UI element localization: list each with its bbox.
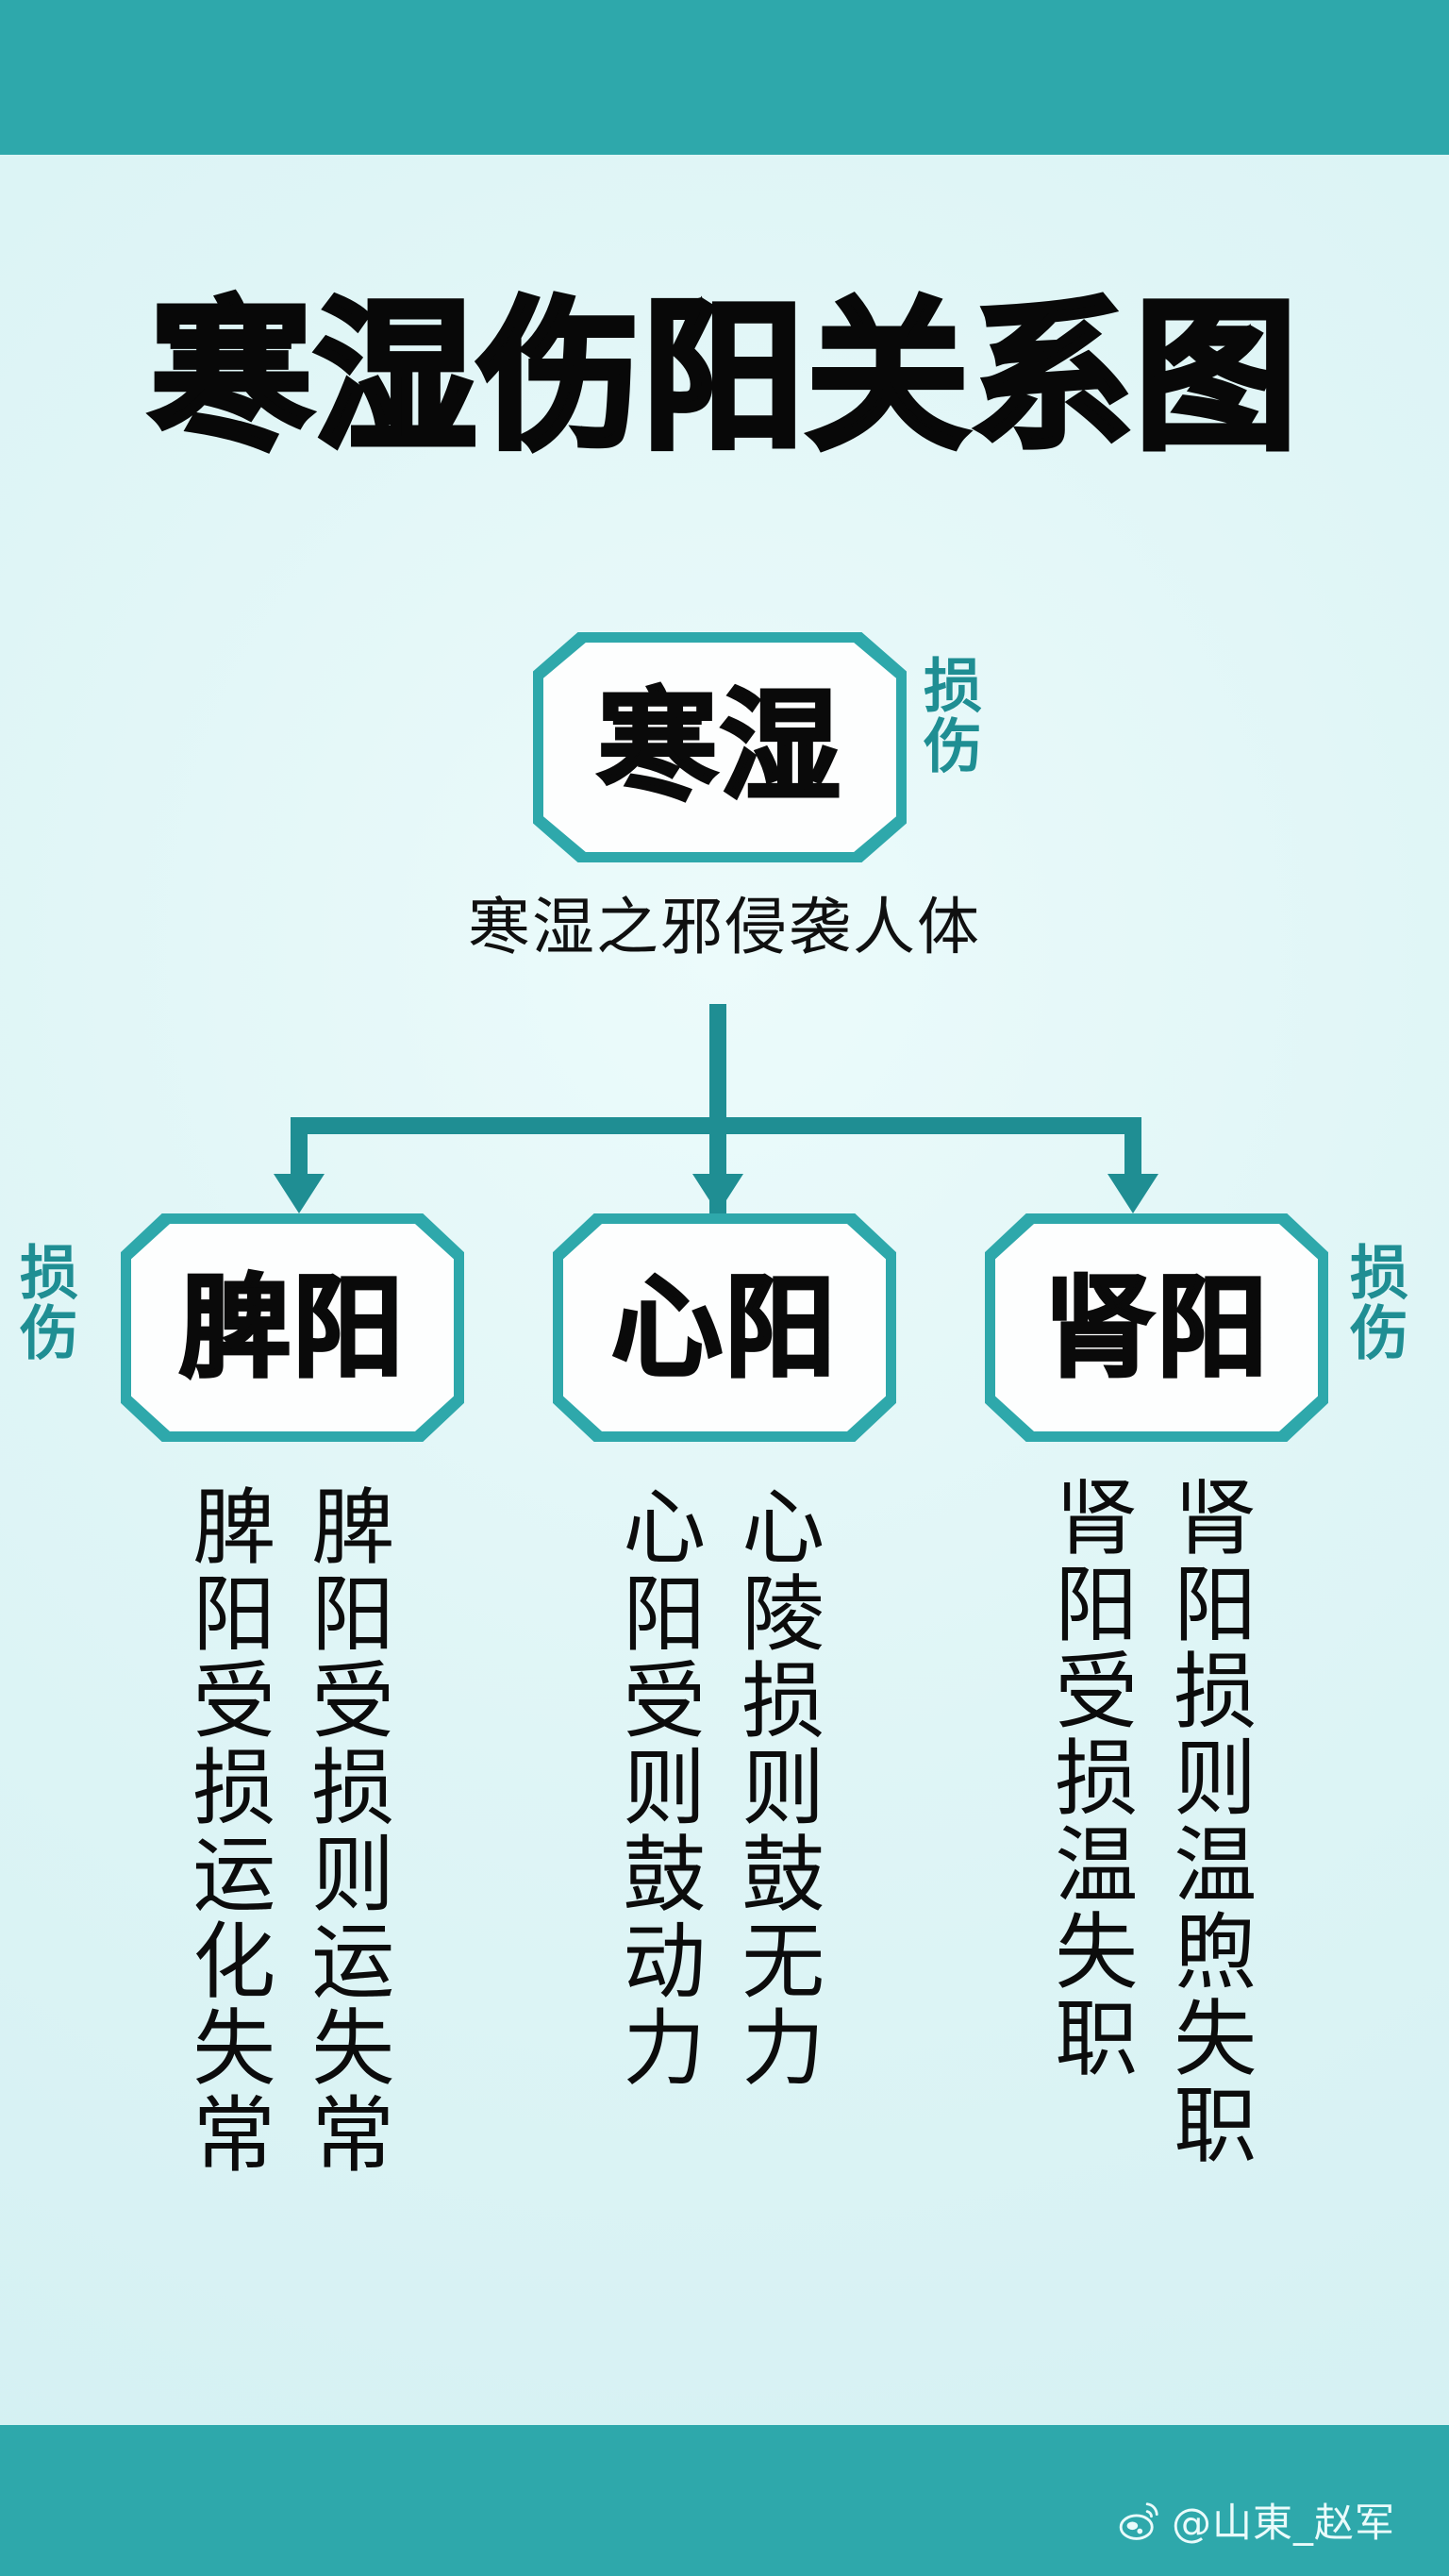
branch-box-xin-yang: 心阳	[553, 1213, 896, 1442]
branch-box-pi-yang: 脾阳	[121, 1213, 464, 1442]
root-node-box: 寒湿	[533, 632, 907, 862]
desc-column-shen-2: 肾阳损则温煦失职	[1159, 1474, 1257, 2168]
branch-box-xin-yang-label: 心阳	[609, 1263, 838, 1393]
arrowhead-right	[1108, 1174, 1158, 1213]
connector-drop-left	[291, 1117, 308, 1181]
root-node-label: 寒湿	[595, 677, 842, 817]
root-side-label: 损伤	[913, 655, 983, 776]
watermark-handle: @山東_赵军	[1172, 2500, 1396, 2546]
desc-column-shen-1: 肾阳受损温失职	[1041, 1474, 1139, 2082]
root-node-inner: 寒湿	[543, 643, 896, 852]
branch-box-pi-yang-inner: 脾阳	[131, 1224, 454, 1431]
subtitle-text: 寒湿之邪侵袭人体	[468, 891, 981, 963]
branch-box-shen-yang-label: 肾阳	[1041, 1263, 1270, 1393]
weibo-icon	[1119, 2501, 1158, 2540]
branch-box-shen-yang-inner: 肾阳	[995, 1224, 1318, 1431]
desc-column-pi-2: 脾阳受损则运失常	[297, 1483, 395, 2178]
top-color-band	[0, 0, 1449, 155]
page-title: 寒湿伤阳关系图	[147, 282, 1300, 472]
branch-box-pi-yang-label: 脾阳	[177, 1263, 406, 1393]
arrowhead-left	[274, 1174, 325, 1213]
infographic-canvas: 寒湿伤阳关系图 寒湿 损伤 寒湿之邪侵袭人体 脾阳	[0, 155, 1449, 2425]
desc-column-xin-1: 心阳受则鼓动力	[608, 1483, 707, 2091]
branch-side-label-right: 损伤	[1340, 1242, 1409, 1363]
bottom-color-band	[0, 2425, 1449, 2576]
branch-box-shen-yang: 肾阳	[985, 1213, 1328, 1442]
desc-column-pi-1: 脾阳受损运化失常	[178, 1483, 276, 2178]
arrowhead-middle	[692, 1174, 743, 1213]
connector-bar	[291, 1117, 1141, 1134]
connector-stem	[709, 1004, 726, 1213]
watermark: @山東_赵军	[1119, 2491, 1395, 2549]
desc-column-xin-2: 心陵损则鼓无力	[727, 1483, 825, 2091]
connector-drop-right	[1124, 1117, 1141, 1181]
branch-side-label-left: 损伤	[9, 1242, 79, 1363]
branch-box-xin-yang-inner: 心阳	[563, 1224, 886, 1431]
